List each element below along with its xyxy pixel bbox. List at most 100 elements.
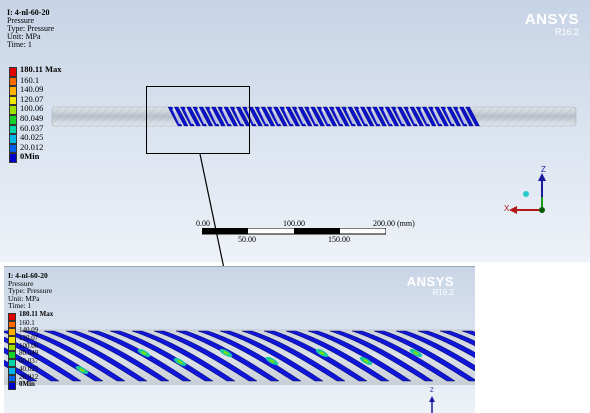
zoom-legend-swatch xyxy=(8,313,16,321)
legend-swatch xyxy=(9,153,17,163)
legend-swatch xyxy=(9,86,17,96)
zoom-strand-band xyxy=(65,330,170,382)
zoomed-rod-model[interactable] xyxy=(4,267,475,413)
result-time: Time: 1 xyxy=(7,40,32,49)
zoom-legend-swatch xyxy=(8,328,16,337)
strand-segment xyxy=(260,106,276,127)
zoom-strand-band xyxy=(351,330,456,382)
strand-segment xyxy=(465,106,480,127)
zoom-result-unit: Unit: MPa xyxy=(8,293,40,303)
zoomed-viewport[interactable]: I: 4-nl-60-20 Pressure Type: Pressure Un… xyxy=(4,266,475,413)
zoom-result-title: I: 4-nl-60-20 xyxy=(8,271,48,280)
strand-segment xyxy=(186,106,201,127)
scale-label-0: 0.00 xyxy=(196,219,210,228)
strand-gap xyxy=(407,109,417,124)
strand-segment xyxy=(223,106,239,127)
main-viewport[interactable]: I: 4-nl-60-20 Pressure Type: Pressure Un… xyxy=(0,0,590,262)
zoom-strand-band xyxy=(285,330,390,382)
zoom-legend-label: 160.1 xyxy=(19,318,35,327)
legend-swatch xyxy=(9,76,17,87)
zoom-strand-band xyxy=(241,330,346,382)
zoom-legend-swatch xyxy=(8,320,16,329)
strand-gap xyxy=(296,109,305,124)
zoom-strand-band xyxy=(417,330,475,359)
legend-swatch xyxy=(9,105,17,115)
strand-segment xyxy=(384,106,400,127)
strand-segment xyxy=(434,106,449,127)
zoom-strand-band xyxy=(219,330,324,382)
scale-label-150: 150.00 xyxy=(328,235,350,244)
zoom-result-type: Type: Pressure xyxy=(8,286,53,295)
strand-segment xyxy=(397,106,412,127)
zoom-legend-label: 140.09 xyxy=(19,326,39,335)
zoom-legend-label: 60.037 xyxy=(19,357,39,366)
strand-segment xyxy=(198,106,214,127)
strand-gap xyxy=(333,109,343,124)
legend-swatch xyxy=(9,67,17,77)
pressure-hotspot-core xyxy=(177,360,183,364)
strand-gap xyxy=(457,109,467,124)
zoom-strand-band xyxy=(461,330,475,337)
strand-gap xyxy=(234,109,243,124)
strand-gap xyxy=(382,109,392,124)
strand-segment xyxy=(409,106,425,127)
strand-segment xyxy=(273,106,288,127)
ansys-brand: ANSYS R16.2 xyxy=(525,12,579,38)
x-axis-label: X xyxy=(504,204,510,213)
zoom-strand-band xyxy=(87,330,192,382)
legend-label: 60.037 xyxy=(20,122,44,133)
z-axis-label: Z xyxy=(541,165,546,174)
strand-gap xyxy=(358,109,367,124)
zoom-legend-swatch xyxy=(8,343,16,352)
legend-swatch xyxy=(9,114,17,125)
strand-gap xyxy=(258,109,268,124)
legend-label: 120.07 xyxy=(20,93,44,104)
strand-gap xyxy=(246,109,256,124)
strand-segment xyxy=(372,106,387,127)
strand-gap xyxy=(320,109,330,124)
legend-label: 100.06 xyxy=(20,103,44,114)
pressure-hotspot-core xyxy=(269,359,275,363)
zoom-strand-band xyxy=(4,347,60,382)
scale-label-200: 200.00 (mm) xyxy=(373,219,415,228)
zoom-axis-triad[interactable]: Z xyxy=(427,388,441,413)
zoom-strand-band xyxy=(175,330,280,382)
zoom-result-info: I: 4-nl-60-20 Pressure Type: Pressure Un… xyxy=(8,272,52,310)
legend-label: 160.1 xyxy=(20,74,40,85)
strand-gap xyxy=(172,109,181,124)
zoom-strand-band xyxy=(373,330,475,382)
strand-segment xyxy=(421,106,437,127)
rod-model[interactable] xyxy=(0,0,590,262)
strand-segment xyxy=(248,106,263,127)
legend-label: 80.049 xyxy=(20,112,44,123)
zoom-legend-label: 0Min xyxy=(19,380,35,389)
pressure-hotspot-core xyxy=(413,351,419,355)
strand-gap xyxy=(432,109,442,124)
strand-gap xyxy=(196,109,206,124)
strand-gap xyxy=(444,109,454,124)
version-label: R16.2 xyxy=(554,27,579,37)
strand-segment xyxy=(347,106,363,127)
scale-label-50: 50.00 xyxy=(238,235,256,244)
scale-label-100: 100.00 xyxy=(283,219,305,228)
pressure-hotspot-core xyxy=(363,359,369,363)
strand-gap xyxy=(395,109,405,124)
result-info: I: 4-nl-60-20 Pressure Type: Pressure Un… xyxy=(7,9,54,49)
zoom-strand-band xyxy=(131,330,236,382)
zoom-legend-swatch xyxy=(8,351,16,360)
result-title: I: 4-nl-60-20 xyxy=(7,8,50,17)
strand-gap xyxy=(420,109,429,124)
zoom-legend-swatch xyxy=(8,336,16,344)
zoom-legend-swatch xyxy=(8,366,16,375)
legend-label: 180.11 Max xyxy=(20,64,62,74)
zoom-strand-band xyxy=(109,330,214,382)
strand-segment xyxy=(235,106,251,127)
zoom-strand-band xyxy=(329,330,434,382)
zoom-strand-band xyxy=(21,330,126,382)
axis-triad[interactable]: Z X xyxy=(502,164,562,225)
strand-segment xyxy=(285,106,301,127)
zoom-z-axis-label: Z xyxy=(430,388,434,394)
legend-label: 0Min xyxy=(20,151,40,162)
zoom-ansys-brand: ANSYS R16.2 xyxy=(407,275,454,298)
strand-gap xyxy=(370,109,380,124)
